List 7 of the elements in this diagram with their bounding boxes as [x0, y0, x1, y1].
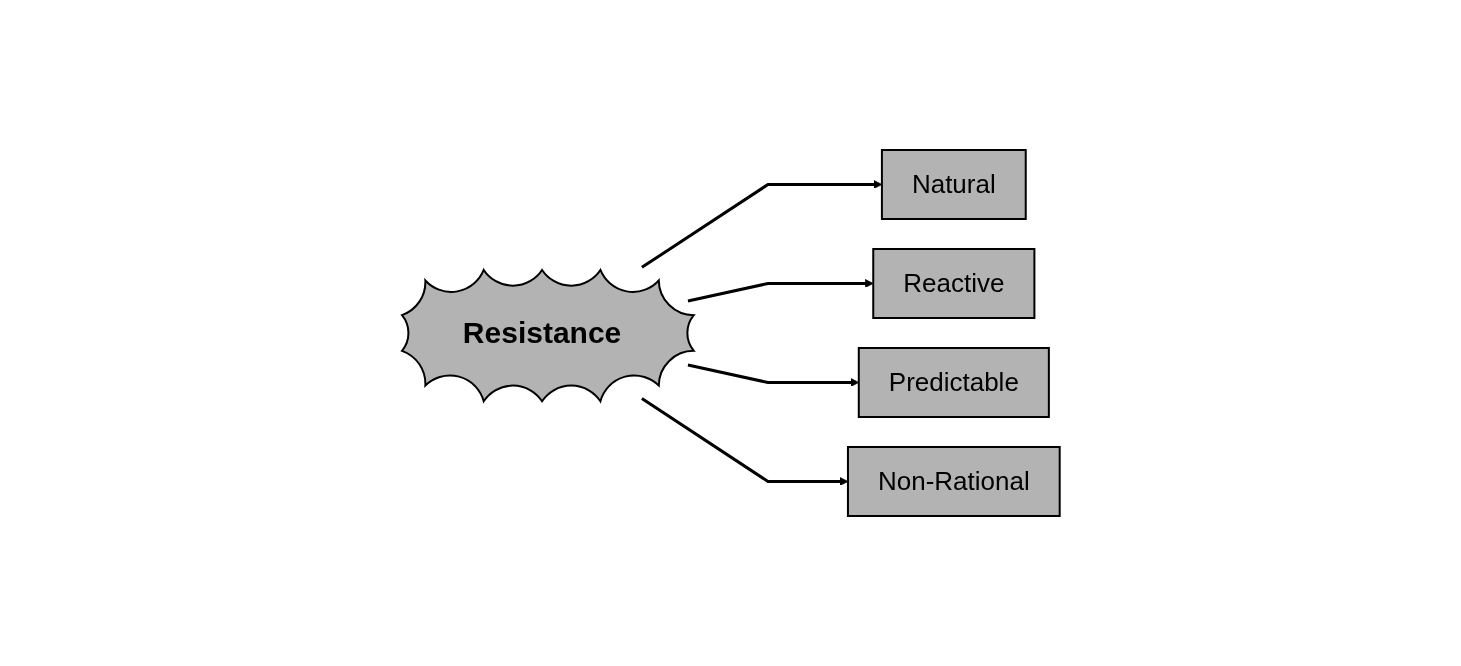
arrow — [687, 363, 859, 387]
node-box: Natural — [880, 149, 1027, 220]
node-box: Predictable — [857, 347, 1050, 418]
node-box: Non-Rational — [846, 446, 1061, 517]
arrow — [640, 397, 848, 486]
arrow — [640, 180, 882, 269]
node-box: Reactive — [871, 248, 1036, 319]
